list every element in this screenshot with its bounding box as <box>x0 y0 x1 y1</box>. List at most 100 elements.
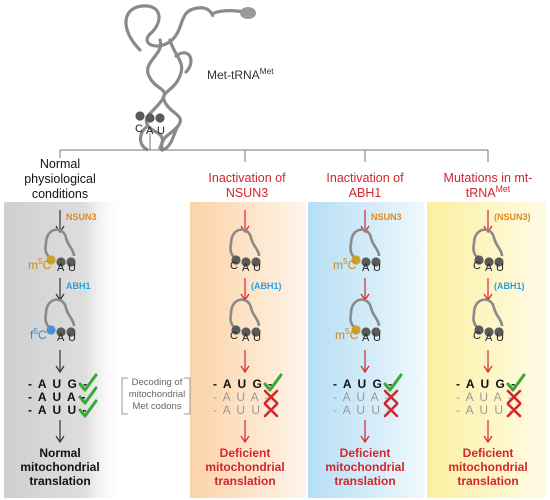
col1-trna1-u: U <box>68 262 76 274</box>
col3-codon-3: - A U U - <box>333 403 392 417</box>
col3-arrow-3-head <box>360 365 370 374</box>
col3-trna-2-base-u <box>371 327 381 337</box>
col2-trna-1-base-a <box>241 257 251 267</box>
col4-codon-3-cross-icon <box>506 402 522 418</box>
col2-trna-2-base-u <box>251 327 261 337</box>
panel-mutation <box>427 202 546 498</box>
col2-codon-2-cross-icon <box>263 389 279 405</box>
col4-step1-enzyme: (NSUN3) <box>494 212 531 222</box>
trna-structure <box>59 4 489 162</box>
anticodon-u <box>155 113 165 123</box>
col2-codon-1-check-icon <box>263 373 283 392</box>
col4-base1-label: C <box>473 260 481 272</box>
col4-trna1-u: U <box>496 262 504 274</box>
col2-codon-3-cross-icon <box>263 402 279 418</box>
col2-base2-label: C <box>230 330 238 342</box>
col1-trna1-a: A <box>57 262 65 274</box>
col4-codon-1: - A U G - <box>456 377 517 391</box>
col1-mod1-label: m5C <box>28 256 52 272</box>
col4-trna-2-base-a <box>484 327 494 337</box>
amino-acid-blob <box>240 7 256 19</box>
col2-step2-enzyme: (ABH1) <box>251 281 282 291</box>
anticodon-a <box>145 113 155 123</box>
col3-result: Deficient mitochondrial translation <box>325 446 405 488</box>
col4-arrow-3-head <box>483 365 493 374</box>
col4-result: Deficient mitochondrial translation <box>448 446 528 488</box>
col1-trna-1-base-a <box>56 257 66 267</box>
col1-arrow-1-head <box>55 225 65 234</box>
col2-arrow-1-head <box>240 225 250 234</box>
col3-trna-1-strand <box>349 228 381 257</box>
col3-trna-1-base-c <box>351 255 361 265</box>
col1-result: Normal mitochondrial translation <box>20 446 100 488</box>
col4-trna-2-base-u <box>494 327 504 337</box>
col1-arrow-3-head <box>55 365 65 374</box>
col3-trna-2-base-c <box>351 325 361 335</box>
col3-trna2-a: A <box>362 332 370 344</box>
col2-arrow-4-head <box>240 435 250 444</box>
col1-codon-1-check-icon <box>78 373 98 392</box>
col1-trna-2-base-u <box>66 327 76 337</box>
col2-trna-1-base-u <box>251 257 261 267</box>
col2-trna1-u: U <box>253 262 261 274</box>
col1-codon-1: - A U G - <box>28 377 89 391</box>
col2-result: Deficient mitochondrial translation <box>205 446 285 488</box>
col4-codon-2: - A U A - <box>456 390 513 404</box>
col1-codon-3: - A U U - <box>28 403 88 417</box>
panel-nsun3 <box>190 202 306 498</box>
col3-arrow-4-head <box>360 435 370 444</box>
col2-trna1-a: A <box>242 262 250 274</box>
col3-trna-1-base-a <box>361 257 371 267</box>
col4-trna-1-base-a <box>484 257 494 267</box>
col1-trna-2-base-c <box>46 325 56 335</box>
col1-step1-enzyme: NSUN3 <box>66 212 97 222</box>
anticodon-letter-u: U <box>157 125 165 137</box>
col4-trna-2-base-c <box>474 325 484 335</box>
col1-codon-2: - A U A - <box>28 390 88 404</box>
col3-trna-2-strand <box>349 298 381 327</box>
col3-codon-2-cross-icon <box>383 389 399 405</box>
col4-arrow-1-head <box>483 225 493 234</box>
col3-trna-1-base-u <box>371 257 381 267</box>
header-nsun3: Inactivation of NSUN3 <box>208 171 286 200</box>
col4-arrow-4-head <box>483 435 493 444</box>
col4-trna-2-strand <box>472 298 504 327</box>
anticodon-c <box>135 111 145 121</box>
col3-trna1-u: U <box>373 262 381 274</box>
col1-trna2-u: U <box>68 332 76 344</box>
col2-trna-2-base-c <box>231 325 241 335</box>
col2-codon-2: - A U A - <box>213 390 270 404</box>
col2-trna2-u: U <box>253 332 261 344</box>
col4-trna2-a: A <box>485 332 493 344</box>
col1-trna2-a: A <box>57 332 65 344</box>
col2-trna2-a: A <box>242 332 250 344</box>
col4-trna-1-base-u <box>494 257 504 267</box>
col3-step1-enzyme: NSUN3 <box>371 212 402 222</box>
col3-trna2-u: U <box>373 332 381 344</box>
col2-trna-2-strand <box>229 298 261 327</box>
col3-codon-1-check-icon <box>383 373 403 392</box>
col1-arrow-4-head <box>55 435 65 444</box>
col4-codon-3: - A U U - <box>456 403 515 417</box>
col2-base1-label: C <box>230 260 238 272</box>
col4-step2-enzyme: (ABH1) <box>494 281 525 291</box>
col3-codon-2: - A U A - <box>333 390 390 404</box>
header-mutation: Mutations in mt-tRNAMet <box>443 171 533 200</box>
col1-step2-enzyme: ABH1 <box>66 281 91 291</box>
col4-trna2-u: U <box>496 332 504 344</box>
col3-codon-3-cross-icon <box>383 402 399 418</box>
col2-trna-2-base-a <box>241 327 251 337</box>
col1-trna-2-strand <box>44 298 76 327</box>
header-normal: Normal physiological conditions <box>24 157 96 201</box>
col4-trna-1-strand <box>472 228 504 257</box>
col1-trna-1-strand <box>44 228 76 257</box>
col2-arrow-3-head <box>240 365 250 374</box>
col1-trna-1-base-c <box>46 255 56 265</box>
col4-codon-2-cross-icon <box>506 389 522 405</box>
col3-arrow-1-head <box>360 225 370 234</box>
col3-mod1-label: m5C <box>333 256 357 272</box>
col4-codon-1-check-icon <box>506 373 526 392</box>
